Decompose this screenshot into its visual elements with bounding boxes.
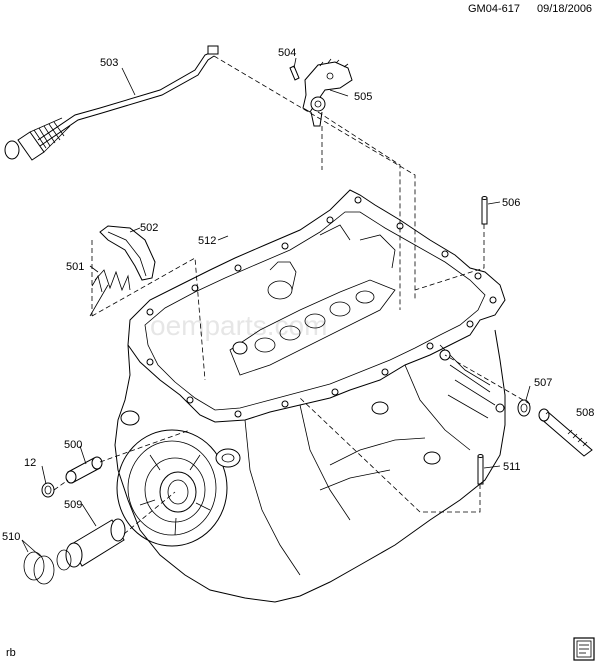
callout-511: 511: [503, 461, 521, 473]
assembly-lines: [53, 55, 531, 535]
watermark: oemparts.com: [150, 310, 327, 341]
callout-502: 502: [140, 222, 158, 234]
callout-512: 512: [198, 235, 216, 247]
callout-501: 501: [66, 261, 84, 273]
part-511-pin: [477, 454, 484, 485]
callout-12: 12: [24, 457, 36, 469]
leader-lines: [21, 57, 549, 557]
callout-505: 505: [354, 91, 372, 103]
callout-504: 504: [278, 47, 296, 59]
part-508-shaft: [538, 408, 593, 457]
callout-509: 509: [64, 499, 82, 511]
part-506-pin: [481, 196, 488, 225]
part-505-detent-lever: [302, 58, 353, 127]
part-504-pin: [289, 65, 300, 81]
part-507-seal: [517, 399, 531, 417]
part-500-sleeve: [65, 456, 103, 484]
callout-506: 506: [502, 197, 520, 209]
part-503-shift-rod: [4, 45, 219, 161]
diagram-code: GM04-617: [468, 3, 520, 15]
callout-510: 510: [2, 531, 20, 543]
footer-tag: rb: [6, 647, 16, 659]
part-12-plug: [41, 482, 55, 498]
manual-book-icon: [573, 637, 595, 661]
callout-503: 503: [100, 57, 118, 69]
callout-500: 500: [64, 439, 82, 451]
part-501-spring: [89, 269, 131, 317]
diagram-footer: rb: [6, 637, 595, 661]
callout-507: 507: [534, 377, 552, 389]
callout-labels: 503 504 505 506 502 512 501 507 508 500 …: [2, 47, 594, 543]
callout-508: 508: [576, 407, 594, 419]
transmission-case: [114, 189, 506, 603]
part-502-cover: [99, 225, 156, 281]
diagram-header: GM04-617 09/18/2006: [468, 3, 592, 15]
diagram-date: 09/18/2006: [537, 3, 592, 15]
part-509-tube: [56, 518, 126, 571]
part-510-seal-rings: [23, 551, 55, 585]
